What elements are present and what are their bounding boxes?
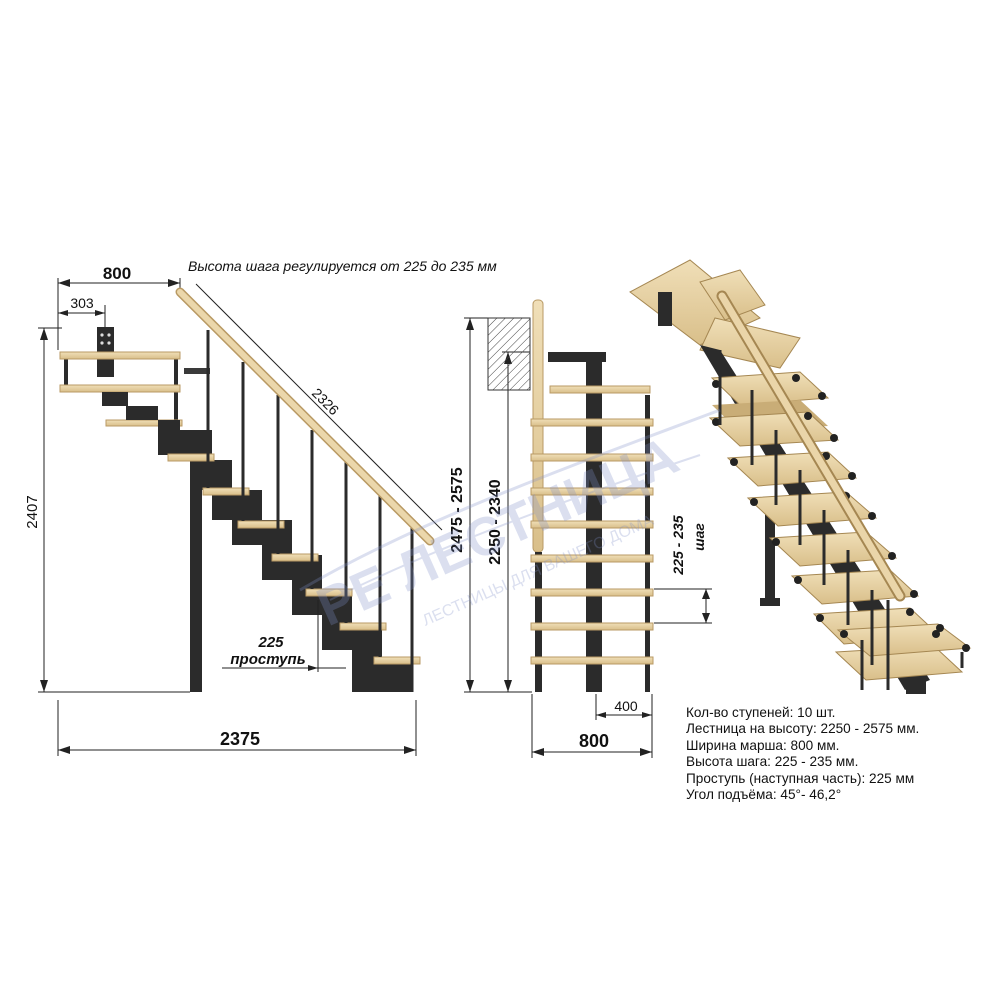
tread-caption-word: проступь	[230, 651, 305, 668]
step-height-note: Высота шага регулируется от 225 до 235 м…	[188, 258, 497, 274]
total-height-label: 2407	[24, 495, 41, 528]
height-range-outer-label: 2475 - 2575	[449, 467, 466, 553]
spec-step-height: Высота шага: 225 - 235 мм.	[686, 754, 859, 770]
spec-stair-height: Лестница на высоту: 2250 - 2575 мм.	[686, 721, 920, 737]
spec-steps-count: Кол-во ступеней: 10 шт.	[686, 705, 836, 720]
spec-rise-angle: Угол подъёма: 45°- 46,2°	[686, 787, 842, 803]
height-range-inner-label: 2250 - 2340	[487, 479, 504, 565]
isometric-view	[629, 259, 972, 694]
spec-tread-depth: Проступь (наступная часть): 225 мм	[686, 770, 915, 786]
total-length-label: 2375	[220, 729, 260, 749]
step-caption-word: шаг	[691, 523, 707, 551]
specification-list: Кол-во ступеней: 10 шт. Лестница на высо…	[686, 705, 986, 803]
spec-march-width: Ширина марша: 800 мм.	[686, 737, 840, 753]
tread-caption-value: 225	[257, 634, 284, 651]
half-width-label: 400	[614, 698, 638, 714]
top-width-label: 800	[103, 264, 131, 283]
iso-treads	[708, 371, 972, 681]
side-view: 2407 800 303	[24, 258, 497, 756]
front-view: 2475 - 2575 2250 - 2340 225 - 235	[449, 299, 712, 758]
watermark: РЕ ЛЕСТНИЦА ЛЕСТНИЦЫ ДЛЯ ВАШЕГО ДОМА	[299, 408, 721, 638]
step-caption-value: 225 - 235	[670, 515, 686, 575]
top-offset-label: 303	[70, 295, 94, 311]
march-width-label: 800	[579, 731, 609, 751]
